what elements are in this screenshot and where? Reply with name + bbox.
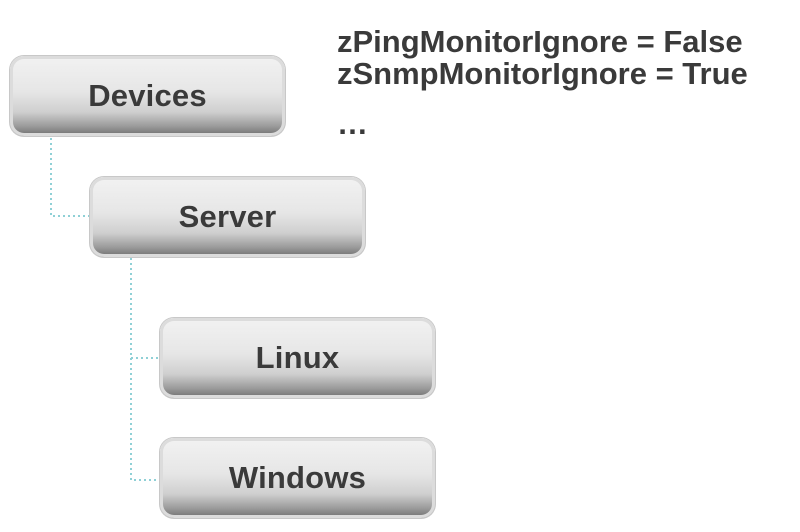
- property-ellipsis: …: [337, 106, 368, 141]
- connector-devices-server: [50, 138, 90, 217]
- node-server: Server: [90, 177, 365, 257]
- node-windows-label: Windows: [228, 460, 367, 495]
- connector-server-windows: [130, 358, 160, 481]
- node-devices-label: Devices: [88, 78, 207, 113]
- node-server-label: Server: [178, 199, 277, 234]
- property-list: zPingMonitorIgnore = False zSnmpMonitorI…: [337, 26, 792, 140]
- node-devices: Devices: [10, 56, 285, 136]
- node-linux: Linux: [160, 318, 435, 398]
- connector-server-linux: [130, 258, 160, 359]
- property-snmp-monitor-ignore: zSnmpMonitorIgnore = True: [337, 56, 748, 91]
- property-ping-monitor-ignore: zPingMonitorIgnore = False: [337, 24, 743, 59]
- node-linux-label: Linux: [255, 340, 340, 375]
- node-windows: Windows: [160, 438, 435, 518]
